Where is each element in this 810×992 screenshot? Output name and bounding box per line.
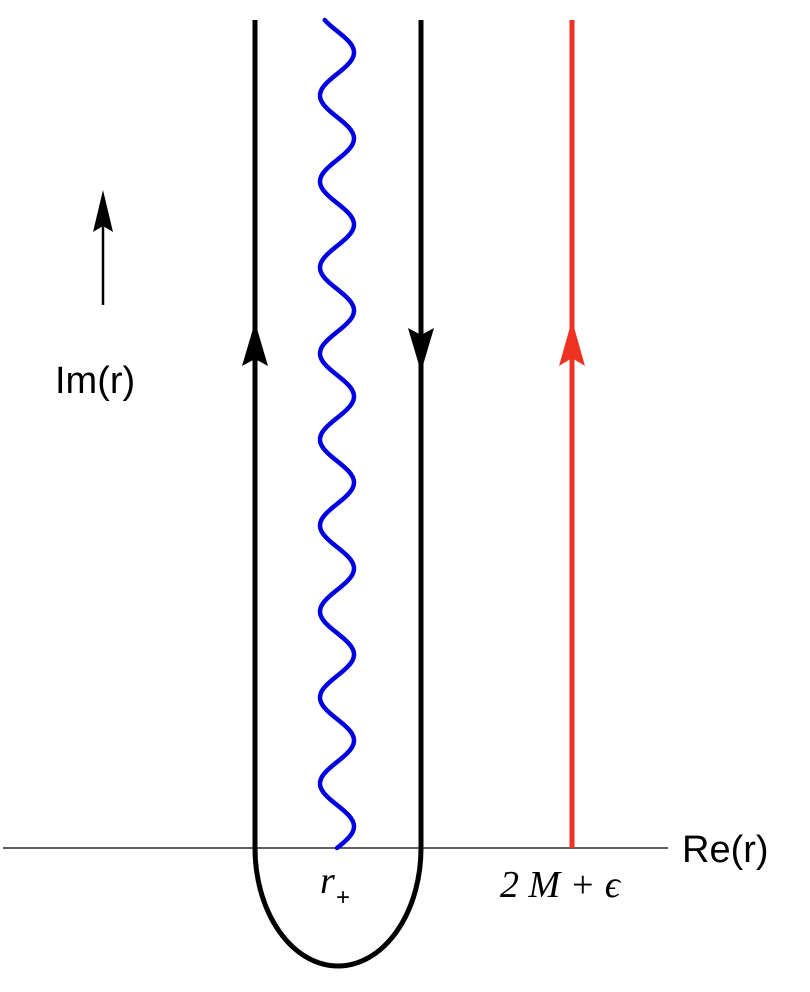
branch-point-subscript: + [336,884,350,911]
imag-axis-arrow-icon [93,190,113,305]
branch-cut-wavy-line [317,17,357,851]
imag-axis-label: Im(r) [55,360,135,402]
down-arrow-icon [408,328,434,372]
red-contour-label: 2 M + ϵ [500,864,622,906]
up-arrow-icon [242,322,268,366]
red-contour [559,20,585,848]
keyhole-contour [242,20,434,969]
real-axis-label: Re(r) [682,829,769,871]
red-up-arrow-icon [559,320,585,366]
branch-point-label: r [320,860,335,902]
branch-point-base: r [320,860,335,902]
